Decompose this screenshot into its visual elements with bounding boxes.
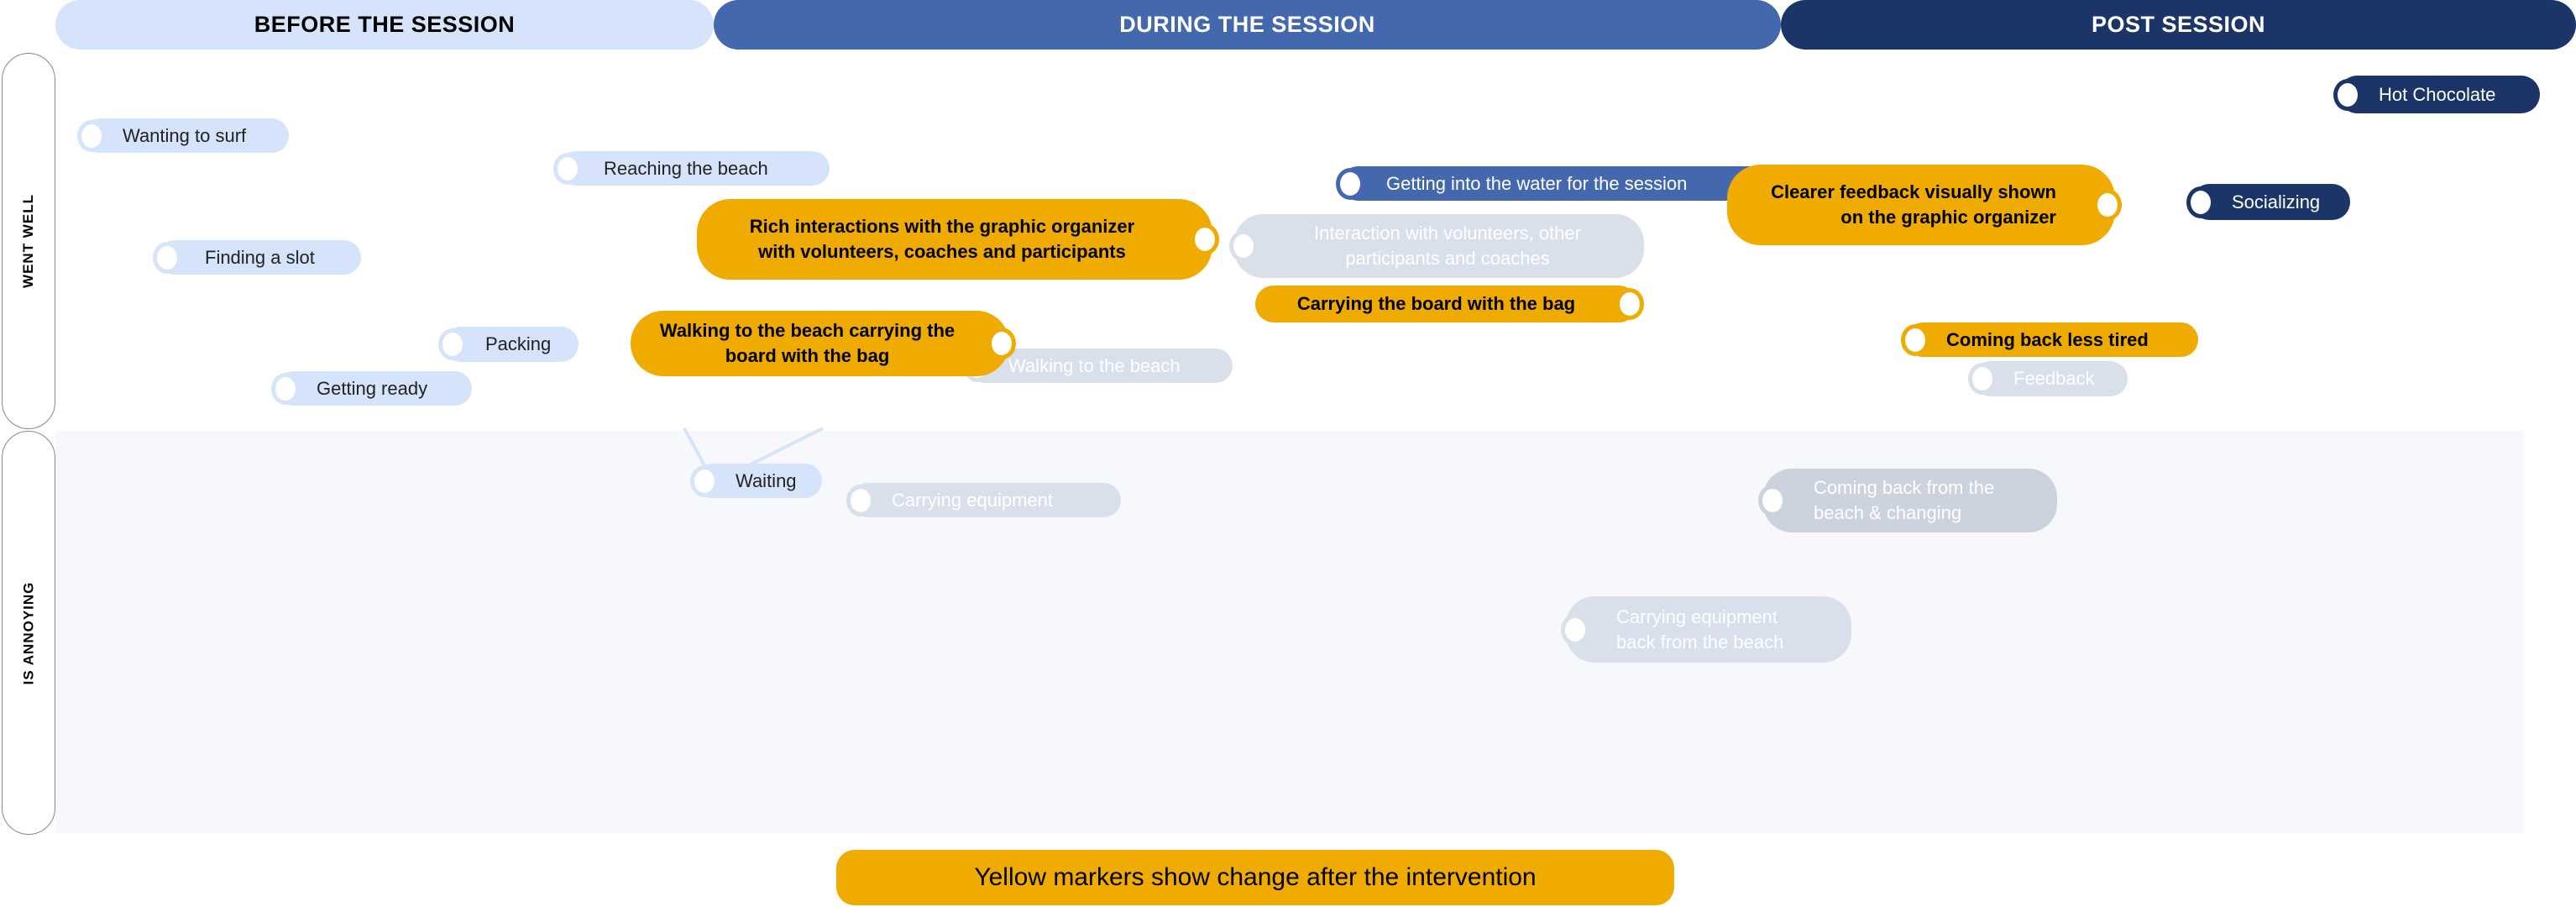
marker-dot [846,484,875,516]
marker-label: Reaching the beach [604,157,768,179]
marker-label: Getting ready [317,377,428,399]
marker-dot [271,372,300,405]
marker-label: Wanting to surf [123,124,247,146]
marker-dot [553,152,582,185]
marker-label: Feedback [2013,368,2095,390]
marker-label: Carrying the board with the bag [1296,293,1576,315]
marker-socializing[interactable]: Socializing [2186,184,2350,220]
marker-packing[interactable]: Packing [438,327,579,362]
marker-dot [1615,288,1644,320]
phase-before-session: BEFORE THE SESSION [55,0,714,50]
marker-interaction-volunteers[interactable]: Interaction with volunteers, other parti… [1229,214,1644,278]
marker-label: Walking to the beach [1008,354,1181,376]
marker-label: Coming back less tired [1946,328,2149,350]
row-is-annoying: IS ANNOYING [2,431,55,835]
change-coming-back-less-tired[interactable]: Coming back less tired [1901,322,2198,357]
marker-label: Clearer feedback visually shown on the g… [1771,181,2056,228]
marker-dot [2333,78,2362,111]
marker-waiting[interactable]: Waiting [690,464,822,498]
phase-during-session: DURING THE SESSION [714,0,1781,50]
legend-text: Yellow markers show change after the int… [974,863,1537,891]
marker-label: Coming back from the beach & changing [1814,477,1995,523]
marker-dot [1561,613,1589,646]
marker-getting-into-water[interactable]: Getting into the water for the session [1336,166,1774,201]
marker-dot [77,119,106,152]
phase-post-session: POST SESSION [1781,0,2576,50]
change-rich-interactions[interactable]: Rich interactions with the graphic organ… [697,199,1219,280]
marker-carrying-equipment-back[interactable]: Carrying equipment back from the beach [1561,596,1851,663]
marker-dot [1968,363,1997,395]
marker-label: Finding a slot [205,246,315,268]
phase-label: BEFORE THE SESSION [254,12,516,37]
marker-dot [438,328,467,360]
marker-label: Walking to the beach carrying the board … [659,320,956,366]
marker-label: Waiting [736,469,797,491]
marker-getting-ready[interactable]: Getting ready [271,371,472,406]
marker-label: Socializing [2232,191,2321,212]
change-walking-carrying-board[interactable]: Walking to the beach carrying the board … [631,311,1016,376]
marker-dot [987,328,1016,359]
marker-label: Rich interactions with the graphic organ… [749,216,1135,262]
marker-feedback[interactable]: Feedback [1968,361,2128,396]
phase-label: POST SESSION [2091,12,2266,37]
change-carrying-board[interactable]: Carrying the board with the bag [1255,286,1644,322]
marker-dot [1229,230,1258,262]
marker-dot [2186,186,2215,218]
marker-finding-a-slot[interactable]: Finding a slot [153,240,361,275]
row-went-well: WENT WELL [2,53,55,429]
marker-reaching-the-beach[interactable]: Reaching the beach [553,151,830,186]
marker-label: Carrying equipment back from the beach [1616,606,1784,653]
marker-label: Hot Chocolate [2379,83,2496,105]
marker-dot [690,464,719,497]
phase-label: DURING THE SESSION [1119,12,1375,37]
marker-dot [153,241,181,274]
marker-dot [1758,485,1787,516]
marker-wanting-to-surf[interactable]: Wanting to surf [77,118,289,153]
marker-dot [1901,323,1929,356]
annoying-region [55,431,2524,833]
marker-dot [1191,223,1219,255]
marker-dot [2093,189,2122,221]
legend-banner: Yellow markers show change after the int… [836,850,1674,905]
marker-coming-back-changing[interactable]: Coming back from the beach & changing [1758,469,2057,532]
connector-line [746,427,824,468]
marker-hot-chocolate[interactable]: Hot Chocolate [2333,76,2540,113]
marker-label: Interaction with volunteers, other parti… [1314,223,1581,269]
marker-label: Getting into the water for the session [1386,172,1688,194]
marker-carrying-equipment[interactable]: Carrying equipment [846,483,1121,517]
marker-dot [1336,167,1364,200]
marker-label: Carrying equipment [892,489,1053,511]
marker-label: Packing [485,333,552,355]
change-clearer-feedback[interactable]: Clearer feedback visually shown on the g… [1727,165,2122,245]
